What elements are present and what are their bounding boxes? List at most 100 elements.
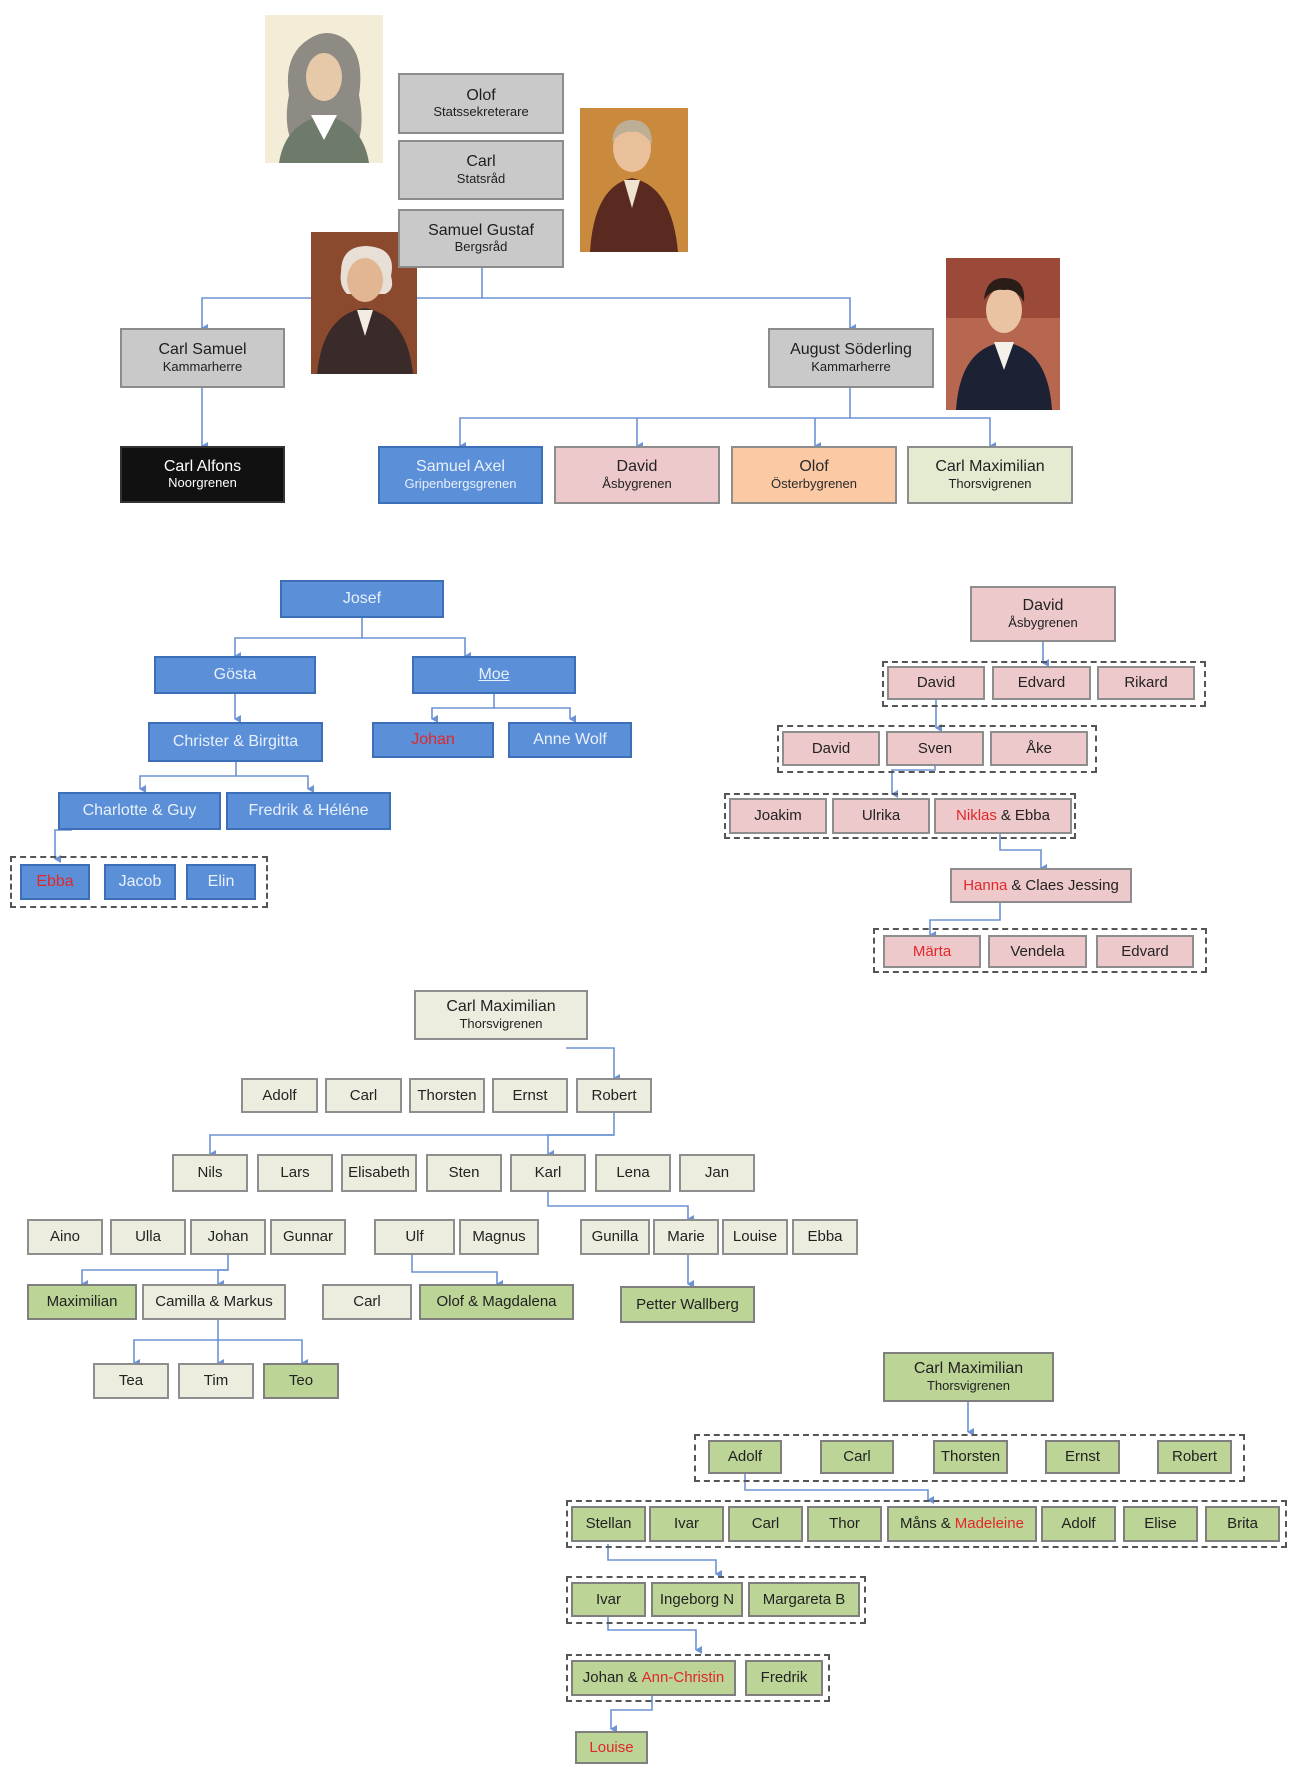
pink-gen3-niklas-ebba: Niklas & Ebba [934,798,1072,834]
cream-g1-thorsten: Thorsten [409,1078,485,1113]
cream-g2-elisabeth: Elisabeth [341,1154,417,1192]
cream-g2-lars: Lars [257,1154,333,1192]
blue-josef: Josef [280,580,444,618]
box-name: Fredrik [760,1669,808,1687]
box-august-soderling-kammarherre: August Söderling Kammarherre [768,328,934,388]
box-name: Tim [203,1372,229,1390]
pink-gen2-sven: Sven [886,731,984,766]
cream-g1-carl: Carl [325,1078,402,1113]
box-name: Ingeborg N [659,1590,735,1608]
box-name: Carl Samuel [158,341,247,359]
green-g2-carl: Carl [728,1506,803,1542]
box-name: Claes Jessing [1025,876,1119,894]
green-g3-ingeborg: Ingeborg N [651,1582,743,1617]
blue-anne-wolf: Anne Wolf [508,722,632,758]
box-name: Robert [1171,1448,1218,1466]
box-name: Ulrika [861,807,901,825]
cream-g5-teo: Teo [263,1363,339,1399]
box-name: Carl Alfons [163,457,242,475]
box-name: Margareta B [762,1590,846,1608]
pink-gen3-group [724,793,1076,839]
box-name: Johan [582,1669,624,1687]
box-name: Aino [49,1228,81,1246]
green-g2-thor: Thor [807,1506,882,1542]
blue-gosta: Gösta [154,656,316,694]
ampersand: & [1011,876,1022,894]
box-name: Gunnar [282,1228,334,1246]
cream-carl-maximilian-root: Carl Maximilian Thorsvigrenen [414,990,588,1040]
box-title: Thorsvigrenen [948,475,1032,491]
cream-g3-ulla: Ulla [110,1219,186,1255]
box-title: Thorsvigrenen [926,1377,1011,1393]
cream-g3-ulf: Ulf [374,1219,455,1255]
pink-gen5-vendela: Vendela [988,935,1087,968]
green-carl-maximilian-root: Carl Maximilian Thorsvigrenen [883,1352,1054,1402]
cream-g3-gunnar: Gunnar [270,1219,346,1255]
green-g2-ivar: Ivar [649,1506,724,1542]
cream-g1-ernst: Ernst [492,1078,568,1113]
box-name-highlighted: Johan [411,730,455,748]
cream-g3-magnus: Magnus [459,1219,539,1255]
box-olof-statssekreterare: Olof Statssekreterare [398,73,564,134]
box-name: Robert [591,1086,637,1104]
box-name: Carl [843,1448,871,1466]
cream-g3-aino: Aino [27,1219,103,1255]
box-david-asbygrenen: David Åsbygrenen [554,446,720,504]
box-name: Maximilian [46,1293,118,1311]
box-name: Sven [917,739,953,757]
cream-g4-petter-wallberg: Petter Wallberg [620,1286,755,1323]
box-name: Gunilla [591,1228,639,1246]
box-name: Teo [288,1372,314,1390]
pink-gen3-joakim: Joakim [729,798,827,834]
blue-johan: Johan [372,722,494,758]
pink-gen2-ake: Åke [990,731,1088,766]
green-g2-elise: Elise [1123,1506,1198,1542]
box-olof-osterbygrenen: Olof Österbygrenen [731,446,897,504]
pink-gen2-group [777,725,1097,773]
box-name: Edvard [1017,674,1066,692]
box-name-highlighted: Madeleine [954,1515,1024,1533]
pink-gen1-edvard: Edvard [992,666,1091,700]
box-name: Christer & Birgitta [172,732,299,750]
box-name: Vendela [1010,942,1065,960]
box-title: Bergsråd [454,239,508,255]
box-title: Statssekreterare [433,104,529,120]
box-name: August Söderling [790,341,912,359]
cream-g3-ebba: Ebba [792,1219,858,1255]
box-name: Moe [478,665,510,683]
box-name: Louise [732,1228,778,1246]
pink-hanna-claes: Hanna & Claes Jessing [950,868,1132,903]
cream-g4-maximilian: Maximilian [27,1284,137,1320]
box-name: David [811,739,851,757]
pink-gen1-group [882,661,1206,707]
green-g2-adolf: Adolf [1041,1506,1116,1542]
box-name: Lena [616,1164,650,1182]
cream-g2-nils: Nils [172,1154,248,1192]
cream-g5-tim: Tim [178,1363,254,1399]
box-name: Marie [667,1228,705,1246]
box-name: Thorsten [417,1086,477,1104]
green-g2-mans-madeleine: Måns & Madeleine [887,1506,1037,1542]
box-name: Josef [342,589,382,607]
ampersand: & [627,1669,638,1687]
pink-gen5-edvard: Edvard [1096,935,1194,968]
green-gen3-group [566,1576,866,1624]
box-title: Noorgrenen [168,475,237,491]
green-g1-robert: Robert [1157,1440,1232,1474]
cream-g1-robert: Robert [576,1078,652,1113]
box-name: Elin [207,872,235,890]
green-gen4-group [566,1654,830,1702]
pink-gen5-marta: Märta [883,935,981,968]
blue-christer-birgitta: Christer & Birgitta [148,722,323,762]
box-name: Sten [448,1164,480,1182]
blue-ebba: Ebba [20,864,90,900]
box-name: Nils [197,1164,223,1182]
box-name: Fredrik & Héléne [248,801,369,819]
box-name: Anne Wolf [533,730,607,748]
blue-moe: Moe [412,656,576,694]
box-name: Ebba [1014,807,1050,825]
portrait-carl-image [580,108,688,252]
cream-g4-olof-magdalena: Olof & Magdalena [419,1284,574,1320]
box-carl-samuel-kammarherre: Carl Samuel Kammarherre [120,328,285,388]
box-carl-alfons-noorgrenen: Carl Alfons Noorgrenen [120,446,285,503]
